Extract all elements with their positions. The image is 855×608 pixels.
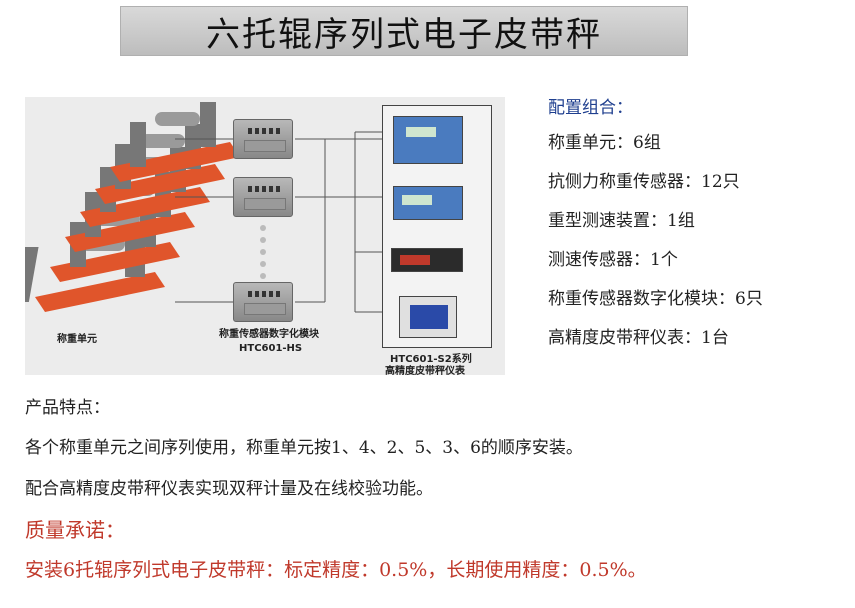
digitizer-module-1 xyxy=(233,119,293,159)
config-item: 测速传感器：1个 xyxy=(548,250,678,270)
ellipsis-dot xyxy=(260,237,266,243)
instrument-series: HTC601-S2系列 xyxy=(390,354,472,365)
weighing-unit-label: 称重单元 xyxy=(57,334,97,345)
features-heading: 产品特点： xyxy=(25,398,110,418)
promise-heading: 质量承诺： xyxy=(25,518,125,542)
ellipsis-dot xyxy=(260,273,266,279)
system-diagram: 称重单元 称重传感器数字化模块 HTC601-HS HTC601-S2系列 高精… xyxy=(25,97,505,377)
config-item: 称重单元：6组 xyxy=(548,133,661,153)
digitizer-label: 称重传感器数字化模块 xyxy=(219,329,319,340)
connection-lines xyxy=(175,131,382,313)
config-item: 高精度皮带秤仪表：1台 xyxy=(548,328,729,348)
instrument-group xyxy=(382,105,492,348)
ellipsis-dot xyxy=(260,225,266,231)
config-item: 重型测速装置：1组 xyxy=(548,211,695,231)
diagram-drawing xyxy=(25,102,382,313)
ellipsis-dot xyxy=(260,261,266,267)
page-title: 六托辊序列式电子皮带秤 xyxy=(206,14,602,55)
weighing-units-illustration xyxy=(25,102,240,312)
instrument-wall-mount xyxy=(393,116,463,164)
feature-line: 各个称重单元之间序列使用，称重单元按1、4、2、5、3、6的顺序安装。 xyxy=(25,438,583,458)
ellipsis-dot xyxy=(260,249,266,255)
title-bar: 六托辊序列式电子皮带秤 xyxy=(120,6,688,56)
config-list: 配置组合： 称重单元：6组 抗侧力称重传感器：12只 重型测速装置：1组 测速传… xyxy=(548,92,848,358)
instrument-label: 高精度皮带秤仪表 xyxy=(385,366,465,377)
config-item: 称重传感器数字化模块：6只 xyxy=(548,289,763,309)
instrument-touchscreen xyxy=(399,296,457,338)
digitizer-module-2 xyxy=(233,177,293,217)
promise-line: 安装6托辊序列式电子皮带秤：标定精度：0.5%，长期使用精度：0.5%。 xyxy=(25,559,647,581)
feature-line: 配合高精度皮带秤仪表实现双秤计量及在线校验功能。 xyxy=(25,479,433,499)
digitizer-model: HTC601-HS xyxy=(239,343,303,354)
digitizer-module-6 xyxy=(233,282,293,322)
instrument-panel-black xyxy=(391,248,463,272)
instrument-panel-blue xyxy=(393,186,463,220)
config-heading: 配置组合： xyxy=(548,98,633,118)
config-item: 抗侧力称重传感器：12只 xyxy=(548,172,740,192)
